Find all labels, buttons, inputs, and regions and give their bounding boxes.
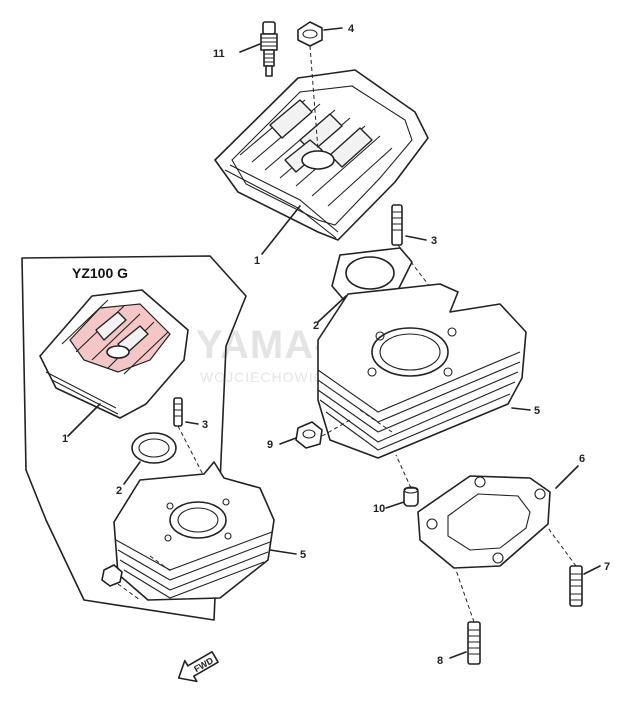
stud-lower: 7 (547, 527, 610, 607)
head-gasket-main: 2 (313, 247, 413, 332)
stud-bottom: 8 (437, 569, 481, 667)
callout-stud-main: 3 (431, 235, 437, 247)
callout-spark-plug: 11 (213, 48, 225, 60)
inset-yz100g: YZ100 G 1 3 2 (21, 255, 306, 621)
cap-nut: 4 (297, 21, 355, 151)
cylinder-inset (113, 461, 275, 601)
cylinder-head-main (214, 69, 429, 241)
cylinder-main: 5 (317, 283, 540, 459)
callout-base-gasket: 6 (579, 453, 585, 465)
callout-head-main: 1 (254, 255, 260, 267)
callout-stud-inset: 3 (202, 419, 208, 431)
callout-cylinder-inset: 5 (300, 549, 306, 561)
callout-head-inset: 1 (62, 433, 68, 445)
dowel-pin: 10 (373, 454, 419, 515)
front-direction-arrow: FWD (177, 651, 219, 683)
callout-gasket-inset: 2 (116, 485, 122, 497)
callout-stud-lower: 7 (604, 561, 610, 573)
callout-cylinder-main: 5 (534, 405, 540, 417)
stud-main: 3 (391, 204, 441, 301)
spark-plug: 11 (213, 21, 278, 77)
callout-nut: 9 (267, 439, 273, 451)
callout-dowel: 10 (373, 503, 385, 515)
inset-title: YZ100 G (72, 265, 128, 281)
callout-stud-bottom: 8 (437, 655, 443, 667)
callout-head-gasket-main: 2 (313, 320, 319, 332)
cylinder-head-inset (39, 289, 189, 419)
callout-cap: 4 (348, 23, 355, 35)
nut: 9 (267, 419, 351, 451)
base-gasket: 6 (417, 453, 585, 569)
